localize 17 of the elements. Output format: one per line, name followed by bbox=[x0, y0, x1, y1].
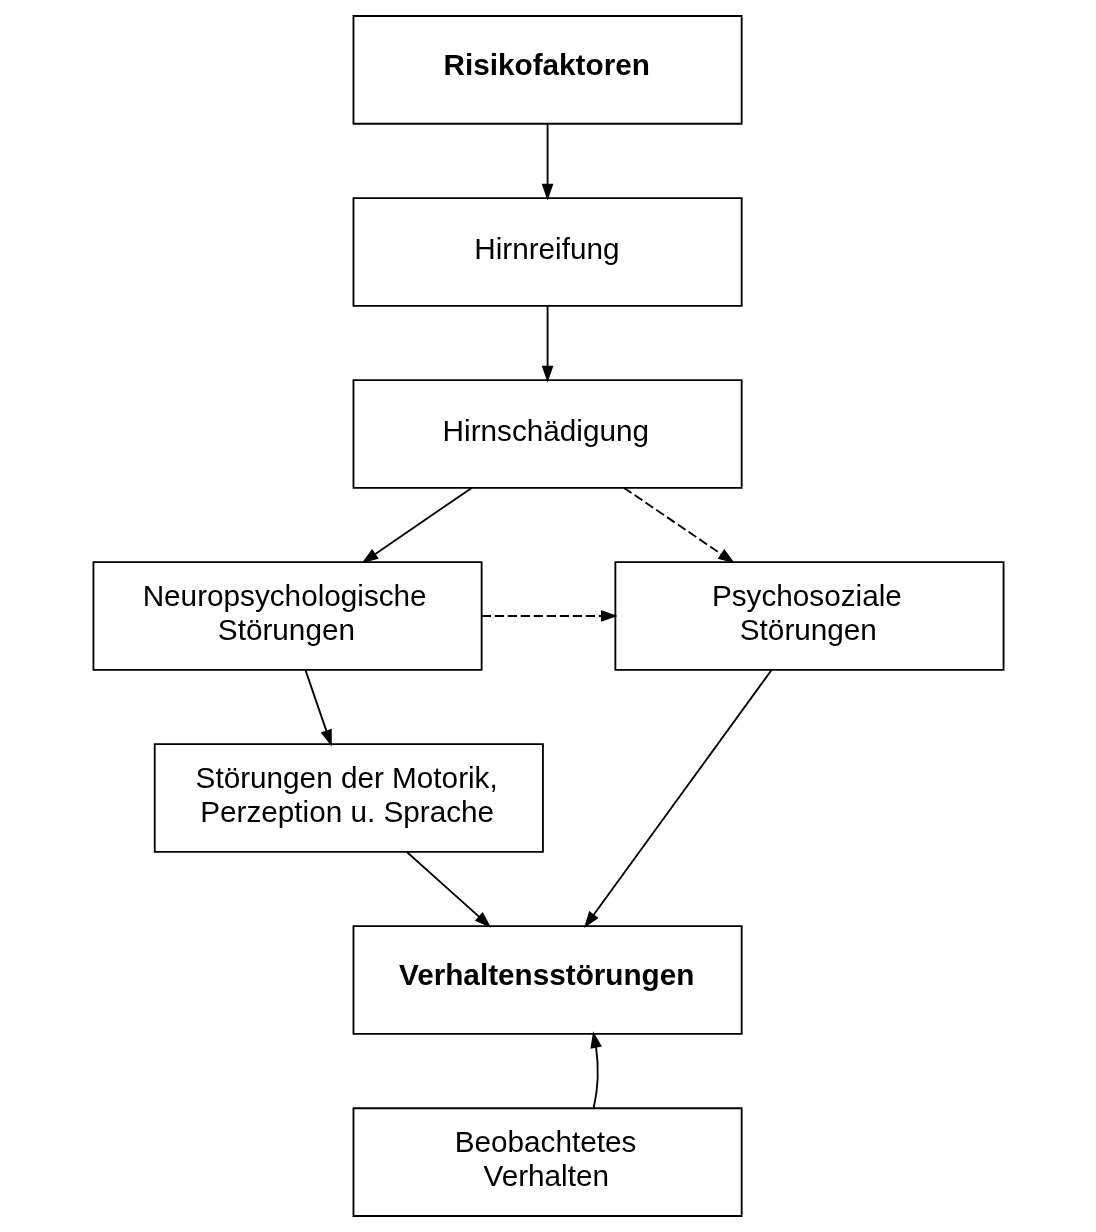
arrow bbox=[361, 486, 473, 564]
node-box: Psychosoziale Störungen bbox=[613, 561, 1004, 671]
arrow bbox=[589, 1031, 602, 1109]
arrow bbox=[405, 851, 491, 928]
arrow bbox=[583, 669, 772, 928]
arrow bbox=[541, 122, 553, 201]
node-box: Hirnreifung bbox=[352, 197, 743, 307]
arrow bbox=[304, 669, 332, 747]
node-box: Beobachtetes Verhalten bbox=[352, 1107, 743, 1217]
arrow bbox=[622, 486, 735, 564]
arrow bbox=[480, 610, 618, 622]
node-box: Verhaltensstörungen bbox=[352, 925, 743, 1035]
arrow bbox=[541, 304, 553, 383]
node-box: Neuropsychologische Störungen bbox=[92, 561, 483, 671]
node-box: Störungen der Motorik, Perzeption u. Sprache bbox=[153, 743, 544, 853]
node-box: Risikofaktoren bbox=[352, 15, 743, 125]
node-box: Hirnschädigung bbox=[352, 379, 743, 489]
